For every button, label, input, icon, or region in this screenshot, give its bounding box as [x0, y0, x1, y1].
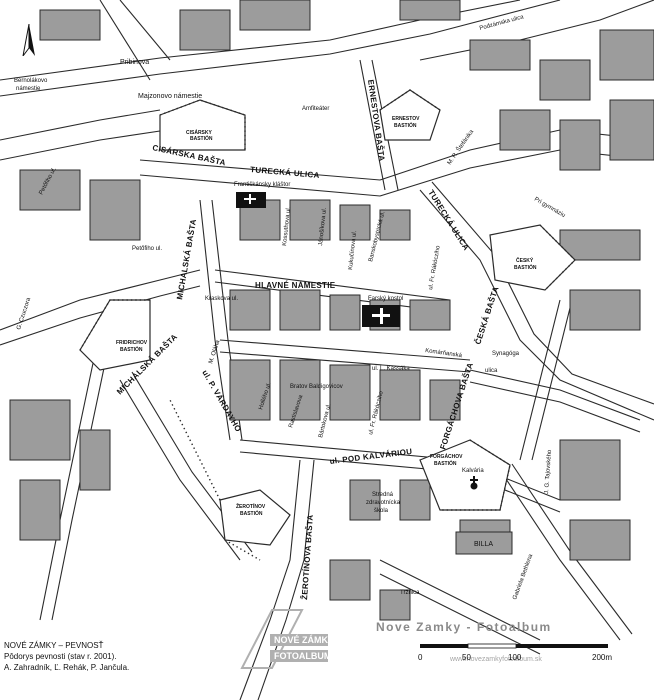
legend-title: NOVÉ ZÁMKY – PEVNOSŤ	[4, 641, 104, 650]
scale-bar: 0 50 100 200m	[418, 643, 612, 662]
label-tajovskeho: J. G. Tajovského	[544, 449, 553, 494]
label-kraskova: Kraskova ul.	[205, 296, 238, 302]
label-stredna2: zdravotnícka	[366, 500, 401, 506]
watermark-text: Nove Zamky - Fotoalbum	[376, 620, 552, 634]
label-synagoga: Synagóga	[492, 351, 520, 357]
label-ceska-basta: ČESKÁ BAŠTA	[473, 285, 500, 345]
fotoalbum-logo: NOVÉ ZÁMKY FOTOALBUM	[240, 609, 330, 669]
label-gabriela-bethlena: Gabriela Bethlena	[512, 553, 534, 601]
label-bernolakovo2: námestie	[16, 86, 41, 92]
scale-tick-100: 100	[508, 653, 522, 662]
label-kalvaria: Kalvária	[462, 468, 484, 474]
label-hlavne-namestie: HLAVNÉ NÁMESTIE	[255, 281, 336, 290]
label-cesky-bastion-2: BASTIÓN	[514, 263, 537, 271]
scale-tick-0: 0	[418, 653, 423, 662]
label-rakocziho: ul. Fr. Rákócziho	[428, 245, 442, 291]
franciscan-church-icon	[236, 192, 266, 208]
bastions	[79, 89, 576, 561]
logo-text-bottom: FOTOALBUM	[274, 651, 330, 661]
label-komarnianska: Komárňanská	[425, 348, 463, 359]
north-arrow-icon	[22, 24, 35, 56]
label-michalska-basta-1: MICHALSKÁ BAŠTA	[175, 218, 198, 300]
label-m-r-stefanika: M. R. Štefánika	[446, 128, 476, 166]
label-pri-gymnaziu: Pri gymnáziu	[533, 197, 566, 220]
label-janosikova: Jánošíkova ul.	[318, 207, 328, 246]
scale-tick-200m: 200m	[592, 653, 612, 662]
legend-authors: A. Zahradník, Ľ. Rehák, P. Jančula.	[4, 663, 130, 672]
calvary-cross-icon	[470, 476, 478, 490]
label-cisarsky-bastion-2: BASTIÓN	[190, 134, 213, 142]
label-kossuthova: Kossuthova ul.	[282, 206, 292, 246]
legend-subtitle: Pôdorys pevnosti (stav r. 2001).	[4, 652, 117, 661]
label-l-kassaka: ul. L. Kassáka	[372, 366, 410, 372]
label-stredna: Stredná	[372, 492, 394, 498]
label-g-czuczora: G. Czuczora	[16, 296, 32, 330]
label-majzonovo: Majzonovo námestie	[138, 93, 202, 100]
label-kukucinova: Kukučínova ul.	[348, 230, 358, 270]
label-amfiteater: Amfiteáter	[302, 106, 329, 112]
label-m-olaha: M. Oláha	[208, 339, 221, 365]
label-zerotinov-bastion: ŽEROTÍNOV	[236, 502, 266, 510]
label-ernestov-bastion-2: BASTIÓN	[394, 121, 417, 129]
label-ulica: ulica	[485, 368, 498, 374]
label-zerotinova-basta: ŽEROTÍNOVA BAŠTA	[300, 514, 315, 600]
label-forgachov-bastion: FORGÁCHOV	[430, 453, 463, 460]
label-farsky-kostol: Farský kostol	[368, 296, 403, 302]
label-frantiskansky: Františkánsky kláštor	[234, 182, 290, 188]
label-bernolakovo: Bernolákovo	[14, 78, 48, 84]
label-ernestov-bastion: ERNESTOV	[392, 116, 420, 122]
map-legend: NOVÉ ZÁMKY – PEVNOSŤ Pôdorys pevnosti (s…	[4, 640, 129, 673]
label-trznica: Tržnica	[400, 590, 420, 596]
logo-text-top: NOVÉ ZÁMKY	[274, 635, 330, 645]
label-fridrichov-bastion-2: BASTIÓN	[120, 345, 143, 353]
label-podzamska: Podzámska ulica	[479, 14, 525, 32]
watermark-url: www.novezamkyfotoalbum.sk	[450, 656, 542, 663]
bastion-labels: CISÁRSKY BASTIÓN ERNESTOV BASTIÓN ČESKÝ …	[116, 116, 537, 517]
billa-building	[455, 531, 513, 555]
label-fridrichov-bastion: FRIDRICHOV	[116, 340, 148, 346]
label-petofiho2: Petőfiho ul.	[132, 246, 162, 252]
scale-tick-50: 50	[462, 653, 471, 662]
label-stredna3: škola	[374, 508, 389, 514]
church-cross-icon	[362, 305, 400, 327]
label-pribinova: Pribinova	[120, 59, 149, 66]
label-cisarsky-bastion: CISÁRSKY	[186, 129, 213, 136]
label-turecka-ulica-2: TURECKÁ ULICA	[426, 188, 471, 252]
label-turecka-ulica-1: TURECKÁ ULICA	[250, 165, 320, 180]
label-forgachov-bastion-2: BASTIÓN	[434, 459, 457, 467]
label-bratov: Bratov Baldigovicov	[290, 384, 343, 390]
label-zerotinov-bastion-2: BASTIÓN	[240, 509, 263, 517]
label-cesky-bastion: ČESKÝ	[516, 257, 534, 264]
label-billa: BILLA	[474, 541, 493, 548]
